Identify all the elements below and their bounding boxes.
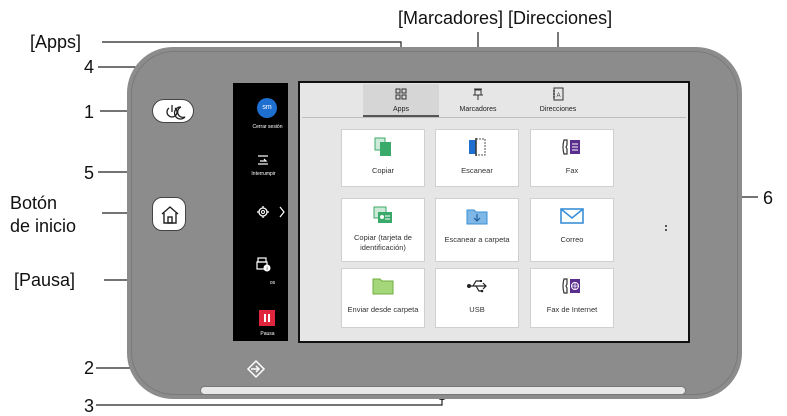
callout-marcadores-direcciones: [Marcadores] [Direcciones] xyxy=(398,8,613,28)
page-indicator xyxy=(665,225,667,227)
page-indicator xyxy=(665,229,667,231)
chevron-right-icon[interactable] xyxy=(278,205,286,219)
callout-6: 6 xyxy=(763,188,774,208)
callout-2: 2 xyxy=(84,358,95,378)
tab-marcadores-label: Marcadores xyxy=(459,106,497,113)
tab-apps-label: Apps xyxy=(393,106,409,113)
callout-5: 5 xyxy=(84,163,95,183)
apps-grid-icon xyxy=(395,88,407,100)
tab-divider xyxy=(302,117,686,118)
tile-escanear-label: Escanear xyxy=(461,166,493,175)
pause-label: Pausa xyxy=(260,331,275,337)
internet-fax-icon xyxy=(562,278,580,294)
pause-button[interactable] xyxy=(259,310,275,326)
fax-icon xyxy=(562,139,580,155)
svg-text:A: A xyxy=(556,93,560,99)
power-moon-icon xyxy=(166,105,186,120)
tile-escanear-carpeta[interactable]: Escanear a carpeta xyxy=(435,198,519,262)
tile-fax[interactable]: Fax xyxy=(530,129,614,187)
tile-usb[interactable]: USB xyxy=(435,268,519,328)
scan-icon xyxy=(469,138,486,156)
tile-correo[interactable]: Correo xyxy=(530,198,614,262)
data-in-icon xyxy=(246,359,266,379)
tile-copiar-tarjeta[interactable]: Copiar (tarjeta de identificación) xyxy=(341,198,425,262)
tile-copiar-tarjeta-label: Copiar (tarjeta de identificación) xyxy=(354,233,412,252)
tab-marcadores[interactable]: Marcadores xyxy=(440,84,516,117)
home-icon xyxy=(161,206,179,224)
job-status-icon[interactable]: i xyxy=(255,256,271,272)
tile-copiar-label: Copiar xyxy=(371,166,395,175)
tile-usb-label: USB xyxy=(469,305,485,314)
tile-fax-internet-label: Fax de Internet xyxy=(546,305,598,314)
callout-boton-inicio-1: Botón xyxy=(10,193,58,213)
logout-label[interactable]: Cerrar sesión xyxy=(252,124,283,130)
folder-icon xyxy=(372,278,394,295)
pause-icon xyxy=(264,314,270,322)
settings-icon[interactable] xyxy=(256,205,270,219)
tile-copiar[interactable]: Copiar xyxy=(341,129,425,187)
tab-direcciones[interactable]: A Direcciones xyxy=(520,84,596,117)
tile-enviar-carpeta[interactable]: Enviar desde carpeta xyxy=(341,268,425,328)
copy-icon xyxy=(374,137,391,156)
callout-3: 3 xyxy=(84,396,95,416)
avatar[interactable]: sm xyxy=(257,98,277,118)
callout-apps: [Apps] xyxy=(30,32,82,52)
energy-saver-button[interactable] xyxy=(152,99,194,123)
tab-apps[interactable]: Apps xyxy=(363,84,439,117)
screen-sidebar xyxy=(233,83,288,341)
interrupt-label: Interrumpir xyxy=(251,171,276,177)
address-book-icon: A xyxy=(553,87,564,101)
id-card-copy-icon xyxy=(373,206,392,223)
tile-fax-label: Fax xyxy=(565,166,579,175)
tile-enviar-carpeta-label: Enviar desde carpeta xyxy=(347,305,419,314)
tile-escanear[interactable]: Escanear xyxy=(435,129,519,187)
interrupt-icon[interactable] xyxy=(256,152,270,166)
mail-icon xyxy=(560,208,584,224)
tile-fax-internet[interactable]: Fax de Internet xyxy=(530,268,614,328)
usb-icon xyxy=(467,280,487,293)
svg-text:i: i xyxy=(266,266,267,272)
tab-direcciones-label: Direcciones xyxy=(539,106,577,113)
callout-4: 4 xyxy=(84,57,95,77)
scan-to-folder-icon xyxy=(466,209,488,225)
home-button[interactable] xyxy=(152,197,186,231)
callout-boton-inicio-2: de inicio xyxy=(10,216,77,236)
callout-pausa: [Pausa] xyxy=(14,270,76,290)
jobs-label: os xyxy=(269,280,276,286)
tile-correo-label: Correo xyxy=(560,235,584,244)
tile-escanear-carpeta-label: Escanear a carpeta xyxy=(444,235,510,244)
pushpin-icon xyxy=(473,88,483,100)
status-indicator-bar xyxy=(200,386,686,395)
callout-1: 1 xyxy=(84,102,95,122)
